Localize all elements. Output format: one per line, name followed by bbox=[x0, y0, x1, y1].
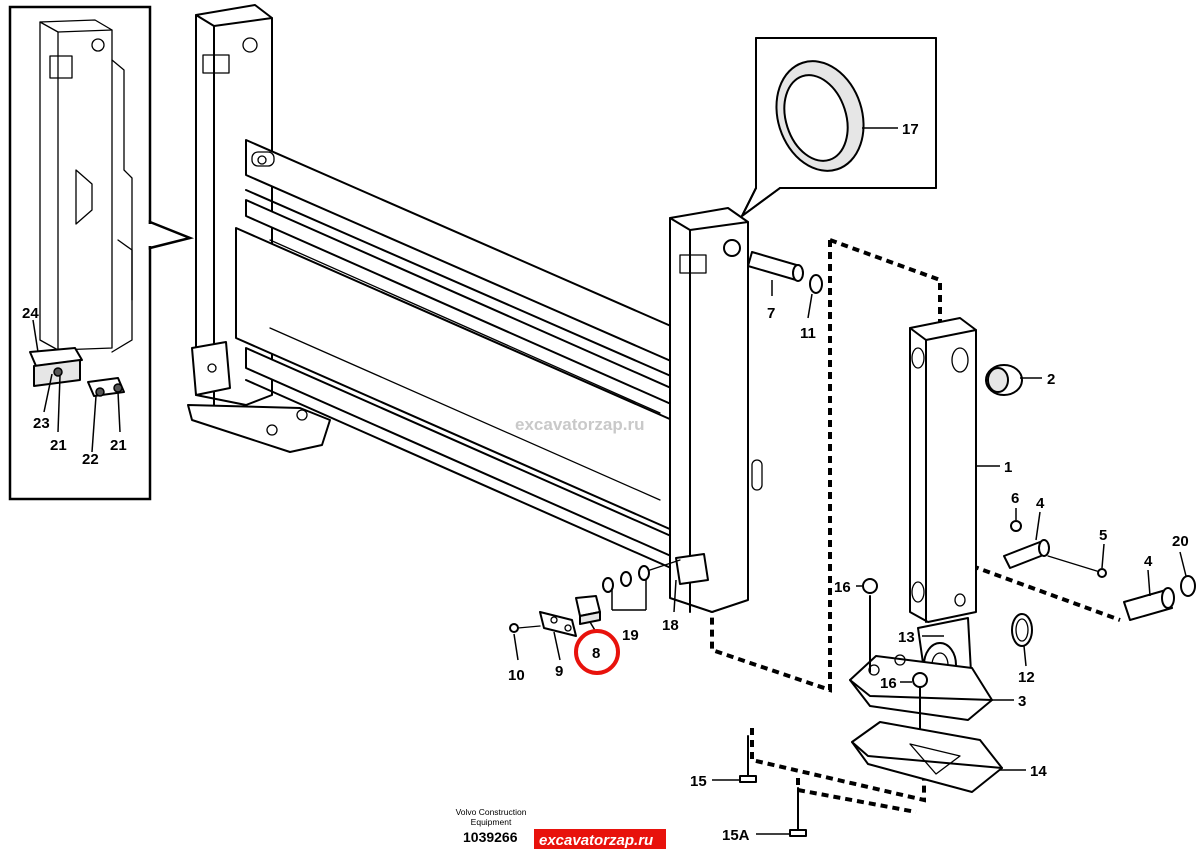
detail-inset bbox=[8, 5, 195, 501]
label-part-13: 13 bbox=[898, 629, 915, 646]
label-part-5: 5 bbox=[1099, 527, 1107, 544]
maker-line-2: Equipment bbox=[471, 817, 512, 827]
label-part-10: 10 bbox=[508, 667, 525, 684]
guard-frame bbox=[187, 4, 763, 613]
highlight-ring bbox=[574, 629, 620, 675]
label-part-8: 8 bbox=[592, 645, 600, 662]
site-badge[interactable]: excavatorzap.ru bbox=[539, 832, 653, 849]
label-part-12: 12 bbox=[1018, 669, 1035, 686]
label-part-15: 15 bbox=[690, 773, 707, 790]
label-part-15a: 15A bbox=[722, 827, 750, 844]
label-part-7: 7 bbox=[767, 305, 775, 322]
pin-set bbox=[747, 251, 823, 319]
label-part-19: 19 bbox=[622, 627, 639, 644]
part-number-labels: 1 2 3 4 4 5 6 7 8 9 10 11 12 13 14 15 15… bbox=[22, 121, 1189, 844]
label-part-16a: 16 bbox=[834, 579, 851, 596]
label-part-20: 20 bbox=[1172, 533, 1189, 550]
footer-info: Volvo Construction Equipment 1039266 exc… bbox=[456, 807, 666, 849]
label-part-3: 3 bbox=[1018, 693, 1026, 710]
seal-detail bbox=[741, 37, 937, 217]
drawing-number: 1039266 bbox=[463, 829, 518, 845]
label-part-6: 6 bbox=[1011, 490, 1019, 507]
label-part-4a: 4 bbox=[1036, 495, 1045, 512]
label-part-18: 18 bbox=[662, 617, 679, 634]
label-part-22: 22 bbox=[82, 451, 99, 468]
label-part-1: 1 bbox=[1004, 459, 1012, 476]
label-part-2: 2 bbox=[1047, 371, 1055, 388]
label-part-17: 17 bbox=[902, 121, 919, 138]
label-part-11: 11 bbox=[800, 325, 816, 342]
leg-assembly bbox=[710, 238, 1196, 837]
label-part-24: 24 bbox=[22, 305, 39, 322]
label-part-21a: 21 bbox=[50, 437, 67, 454]
label-part-16b: 16 bbox=[880, 675, 897, 692]
small-parts bbox=[509, 559, 681, 675]
label-part-9: 9 bbox=[555, 663, 563, 680]
label-part-4b: 4 bbox=[1144, 553, 1153, 570]
watermark-text: excavatorzap.ru bbox=[515, 415, 644, 434]
label-part-14: 14 bbox=[1030, 763, 1047, 780]
site-badge-bg bbox=[534, 829, 666, 849]
label-part-23: 23 bbox=[33, 415, 50, 432]
label-part-21b: 21 bbox=[110, 437, 127, 454]
maker-line-1: Volvo Construction bbox=[456, 807, 527, 817]
